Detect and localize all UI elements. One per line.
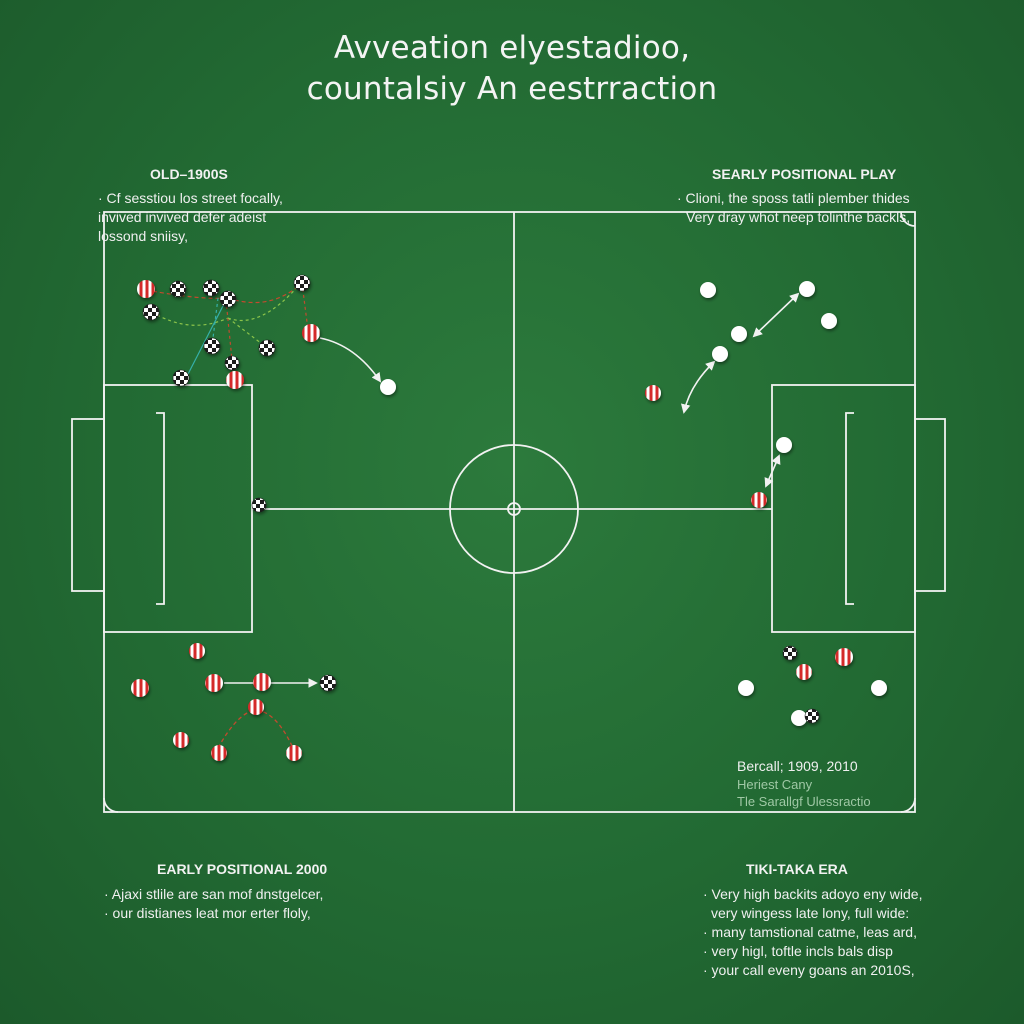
panel-heading-tiki-taka: TIKI-TAKA ERA	[746, 861, 848, 877]
note-line: · your call eveny goans an 2010S,	[703, 962, 915, 978]
note-line: · Cf sesstiou los street focally,	[98, 190, 283, 206]
white-player-icon	[791, 710, 807, 726]
right-goal-area	[845, 412, 854, 605]
white-player-icon	[380, 379, 396, 395]
note-line: Tle Sarallgf Ulessractio	[737, 794, 871, 809]
players	[131, 274, 887, 761]
panel-notes-tiki-taka: · Very high backits adoyo eny wide, very…	[703, 885, 922, 980]
note-line: Very dray whot neep tolinthe backls,	[686, 209, 911, 225]
panel-heading-early-positional: SEARLY POSITIONAL PLAY	[712, 166, 897, 182]
note-line: · very higl, toftle incls bals disp	[703, 943, 893, 959]
old-era-run-arrow	[319, 337, 382, 383]
corner-arc-bl	[103, 797, 119, 813]
black-player-icon	[251, 497, 267, 513]
early-pass-curve	[217, 709, 293, 749]
note-line: invived invived defer adeist	[98, 209, 267, 225]
red-player-icon	[248, 699, 264, 715]
red-player-icon	[131, 679, 149, 697]
panel-heading-old-era: OLD–1900S	[150, 166, 228, 182]
red-player-icon	[211, 745, 227, 761]
title-line-2: countalsiy An eestrraction	[306, 71, 718, 107]
white-player-icon	[821, 313, 837, 329]
red-player-icon	[796, 664, 812, 680]
white-player-icon	[731, 326, 747, 342]
note-line: · Ajaxi stlile are san mof dnstgelcer,	[104, 886, 324, 902]
red-player-icon	[645, 385, 661, 401]
white-player-icon	[738, 680, 754, 696]
note-line: · Very high backits adoyo eny wide,	[703, 886, 923, 902]
white-player-icon	[712, 346, 728, 362]
panel-notes-old-era: · Cf sesstiou los street focally, invive…	[98, 189, 283, 246]
panel-heading-early-positional-2000: EARLY POSITIONAL 2000	[157, 861, 328, 877]
right-goal	[914, 418, 946, 592]
black-player-icon	[172, 369, 190, 387]
left-penalty-box	[103, 384, 253, 633]
white-player-icon	[776, 437, 792, 453]
black-player-icon	[219, 290, 237, 308]
red-player-icon	[189, 643, 205, 659]
title-line-1: Avveation elyestadioo,	[333, 30, 691, 66]
black-player-icon	[258, 339, 276, 357]
note-line: very wingess late lony, full wide:	[711, 905, 910, 921]
black-player-icon	[203, 337, 221, 355]
red-player-icon	[751, 492, 767, 508]
red-player-icon	[253, 673, 271, 691]
right-penalty-box	[771, 384, 916, 633]
corner-arc-br	[900, 797, 916, 813]
note-line: · many tamstional catme, leas ard,	[703, 924, 917, 940]
panel-barcelona-label: Bercall; 1909, 2010 Heriest Cany Tle Sar…	[737, 757, 871, 810]
black-player-icon	[804, 708, 820, 724]
panel-notes-early-positional: · Clioni, the sposs tatli plember thides…	[677, 189, 910, 227]
note-line: · Clioni, the sposs tatli plember thides	[677, 190, 910, 206]
left-goal-area	[156, 412, 165, 605]
red-player-icon	[286, 745, 302, 761]
panel-notes-early-positional-2000: · Ajaxi stlile are san mof dnstgelcer, ·…	[104, 885, 323, 923]
white-player-icon	[700, 282, 716, 298]
left-goal	[71, 418, 105, 592]
black-player-icon	[202, 279, 220, 297]
note-line: lossond sniisy,	[98, 228, 189, 244]
white-player-icon	[871, 680, 887, 696]
red-player-icon	[302, 324, 320, 342]
black-player-icon	[169, 280, 187, 298]
black-player-icon	[224, 355, 240, 371]
black-player-icon	[782, 645, 798, 661]
barcelona-heading: Bercall; 1909, 2010	[737, 758, 858, 774]
red-player-icon	[226, 371, 244, 389]
black-player-icon	[293, 274, 311, 292]
red-player-icon	[137, 280, 155, 298]
note-line: Heriest Cany	[737, 777, 813, 792]
note-line: · our distianes leat mor erter floly,	[104, 905, 311, 921]
red-player-icon	[173, 732, 189, 748]
red-player-icon	[205, 674, 223, 692]
red-player-icon	[835, 648, 853, 666]
corner-arc-tr	[900, 211, 916, 227]
positional-arrows	[680, 292, 800, 488]
white-player-icon	[799, 281, 815, 297]
black-player-icon	[319, 674, 337, 692]
black-player-icon	[142, 303, 160, 321]
